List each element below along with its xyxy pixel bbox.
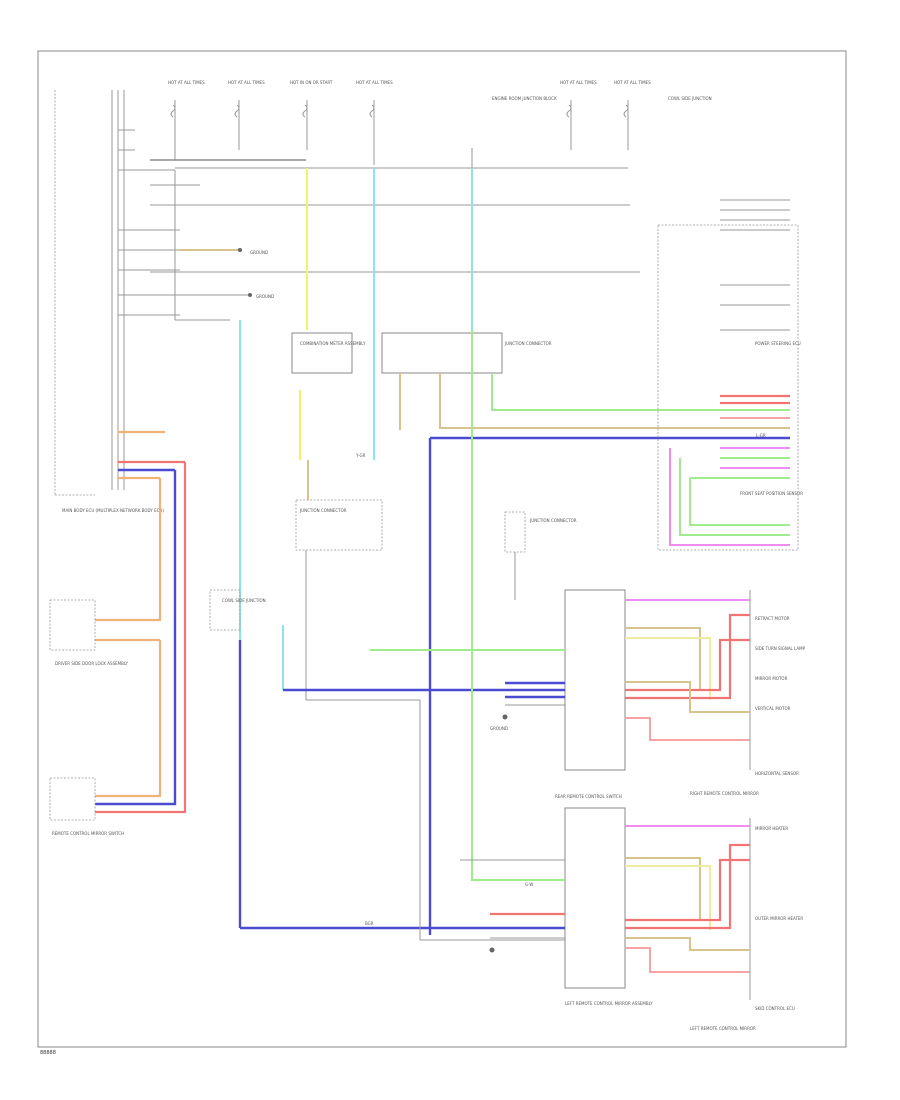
body-ecu-label: MAIN BODY ECU (MULTIPLEX NETWORK BODY EC… <box>62 508 164 513</box>
power-steering-ecu: POWER STEERING ECU FRONT SEAT POSITION S… <box>657 199 803 551</box>
fuse-label-e: HOT AT ALL TIMES <box>560 80 597 85</box>
mirror-control-switch: REMOTE CONTROL MIRROR SWITCH <box>49 777 124 836</box>
ground-label-3: GROUND <box>490 726 508 731</box>
right-mirror-label: RIGHT REMOTE CONTROL MIRROR <box>690 791 759 796</box>
mirror-motor-label: MIRROR MOTOR <box>755 676 788 681</box>
fuse-label-a: HOT AT ALL TIMES <box>168 80 205 85</box>
horizontal-sensor-label: HORIZONTAL SENSOR <box>755 771 799 776</box>
fuse-label-f: HOT AT ALL TIMES <box>614 80 651 85</box>
fuse-label-b: HOT AT ALL TIMES <box>228 80 265 85</box>
diagram-frame <box>37 50 847 1048</box>
power-bus <box>150 159 640 273</box>
left-mirror-label: LEFT REMOTE CONTROL MIRROR ASSEMBLY <box>565 1001 653 1006</box>
cowl-side-small-label: COWL SIDE JUNCTION <box>222 598 266 603</box>
fuse-label-d: HOT AT ALL TIMES <box>356 80 393 85</box>
wire-tag-bgr: BGR <box>365 921 374 926</box>
skid-control-label: SKID CONTROL ECU <box>755 1006 795 1011</box>
footer-code: 88888 <box>40 1050 56 1056</box>
power-steering-label: POWER STEERING ECU <box>755 341 801 346</box>
combination-meter-label: COMBINATION METER ASSEMBLY <box>300 341 366 346</box>
wire-tag-lgr: L-GR <box>756 433 766 438</box>
cowl-side-label: COWL SIDE JUNCTION <box>668 96 712 101</box>
turn-lamp-label: SIDE TURN SIGNAL LAMP <box>755 646 806 651</box>
combination-meter: COMBINATION METER ASSEMBLY <box>291 332 366 374</box>
retract-motor-label: RETRACT MOTOR <box>755 616 790 621</box>
center-harness <box>399 373 790 935</box>
left-connectors: GROUND GROUND <box>180 248 274 299</box>
junction-1-label: JUNCTION CONNECTOR <box>504 341 552 346</box>
junction-connector-top: JUNCTION CONNECTOR <box>381 332 552 374</box>
mirror-heater-label: MIRROR HEATER <box>755 826 788 831</box>
junction-connector-right: JUNCTION CONNECTOR <box>504 511 577 600</box>
main-body-ecu: MAIN BODY ECU (MULTIPLEX NETWORK BODY EC… <box>54 90 230 513</box>
junction-3-label: JUNCTION CONNECTOR <box>529 518 577 523</box>
fuse-block-top: HOT AT ALL TIMES HOT AT ALL TIMES HOT IN… <box>168 80 712 170</box>
fuse-label-c: HOT IN ON OR START <box>290 80 333 85</box>
junction-2-label: JUNCTION CONNECTOR <box>299 508 347 513</box>
engine-room-label: ENGINE ROOM JUNCTION BLOCK <box>492 96 557 101</box>
junction-connector-mid: JUNCTION CONNECTOR <box>295 499 420 701</box>
cowl-junction: COWL SIDE JUNCTION <box>209 589 266 631</box>
wire-tag-gw: G-W <box>525 882 533 887</box>
body-ecu-harness <box>95 430 187 814</box>
left-mirror-bottom-label: LEFT REMOTE CONTROL MIRROR <box>690 1026 756 1031</box>
ground-label-2: GROUND <box>256 294 274 299</box>
cyan-wire <box>239 168 473 690</box>
ground-returns <box>419 700 565 941</box>
rear-control-label: REAR REMOTE CONTROL SWITCH <box>555 794 622 799</box>
wire-tag-ygr: Y-GR <box>355 453 366 458</box>
vertical-motor-label: VERTICAL MOTOR <box>755 706 791 711</box>
front-seat-label: FRONT SEAT POSITION SENSOR <box>740 491 803 496</box>
ground-label-1: GROUND <box>250 250 268 255</box>
yellow-wire <box>299 168 309 500</box>
door-lock-label: DRIVER SIDE DOOR LOCK ASSEMBLY <box>55 661 129 666</box>
outer-mirror-label: OUTER MIRROR HEATER <box>755 916 803 921</box>
door-lock-assembly: DRIVER SIDE DOOR LOCK ASSEMBLY <box>49 599 129 666</box>
mirror-control-label: REMOTE CONTROL MIRROR SWITCH <box>52 831 124 836</box>
left-remote-mirror-switch: REAR REMOTE CONTROL SWITCH LEFT REMOTE C… <box>240 330 803 1031</box>
right-remote-mirror-switch: GROUND RIGHT REMOTE CONTROL MIRROR RETRA… <box>283 589 806 796</box>
